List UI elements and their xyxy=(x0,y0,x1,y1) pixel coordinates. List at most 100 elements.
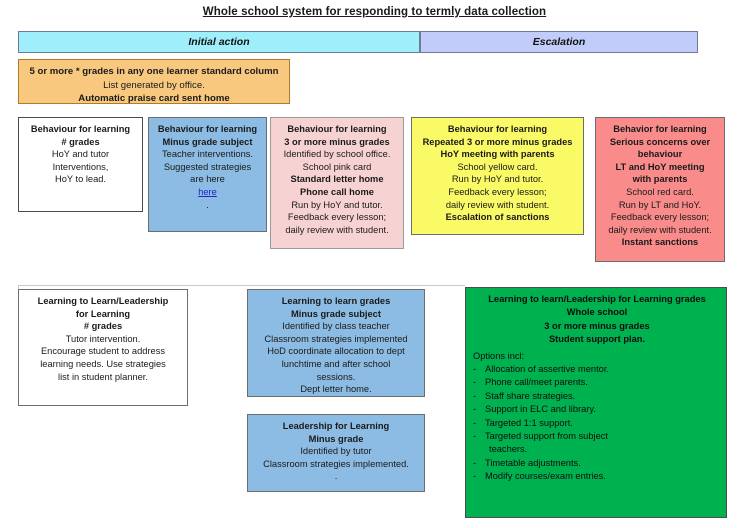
behaviour-three-or-more-minus-line-3: School pink card xyxy=(302,161,372,172)
praise-card-line-0: 5 or more * grades in any one learner st… xyxy=(29,66,279,77)
behaviour-three-or-more-minus-line-1: 3 or more minus grades xyxy=(284,136,390,147)
support-plan-heading-0: Learning to learn/Leadership for Learnin… xyxy=(488,294,706,304)
support-plan-option-5: -Targeted support from subject xyxy=(473,430,721,443)
behaviour-three-or-more-minus-line-0: Behaviour for learning xyxy=(287,124,387,134)
phase-bar-escalation: Escalation xyxy=(420,31,698,53)
behaviour-minus-grade-subject-line-3: Suggested strategies xyxy=(163,161,252,172)
behaviour-minus-grade-subject-line-1: Minus grade subject xyxy=(162,136,253,147)
behaviour-repeated-three-or-more-minus-line-4: Run by HoY and tutor. xyxy=(451,174,544,185)
learning-to-learn-minus-grade-subject-line-2: Identified by class teacher xyxy=(282,321,390,332)
behaviour-minus-grade-subject-line-0: Behaviour for learning xyxy=(157,124,258,134)
behaviour-repeated-three-or-more-minus-line-2: HoY meeting with parents xyxy=(440,149,555,160)
leadership-for-learning-minus-grade-line-0: Leadership for Learning xyxy=(282,421,390,431)
support-plan-option-3: -Support in ELC and library. xyxy=(473,403,721,416)
behaviour-hash-grades-line-4: HoY to lead. xyxy=(55,174,106,185)
behaviour-serious-concerns-line-1: Serious concerns over xyxy=(609,136,711,147)
support-plan-option-0: -Allocation of assertive mentor. xyxy=(473,363,721,376)
phase-label-initial-action: Initial action xyxy=(188,36,250,48)
behaviour-minus-grade-subject-line-6: . xyxy=(206,199,209,210)
behaviour-repeated-three-or-more-minus-line-6: daily review with student. xyxy=(445,199,550,210)
behaviour-repeated-three-or-more-minus-line-5: Feedback every lesson; xyxy=(448,186,547,197)
support-plan-options-list: -Allocation of assertive mentor.-Phone c… xyxy=(473,363,721,484)
support-plan-option-8: -Modify courses/exam entries. xyxy=(473,470,721,483)
learning-to-learn-minus-grade-subject-line-7: Dept letter home. xyxy=(300,384,372,395)
behaviour-repeated-three-or-more-minus-line-3: School yellow card. xyxy=(457,161,538,172)
learning-to-learn-minus-grade-subject-line-6: sessions. xyxy=(316,371,356,382)
support-plan-option-label-0: Allocation of assertive mentor. xyxy=(485,364,610,375)
praise-card-line-1: List generated by office. xyxy=(103,79,205,91)
behaviour-hash-grades-line-0: Behaviour for learning xyxy=(30,124,131,134)
behaviour-hash-grades-line-3: Interventions, xyxy=(52,161,109,172)
page-title: Whole school system for responding to te… xyxy=(202,6,547,18)
leadership-for-learning-minus-grade-line-3: Classroom strategies implemented. xyxy=(263,458,409,469)
support-plan-option-label-2: Staff share strategies. xyxy=(485,390,576,401)
support-plan-options-label: Options incl: xyxy=(473,350,525,361)
behaviour-repeated-three-or-more-minus-line-1: Repeated 3 or more minus grades xyxy=(422,136,573,147)
learning-to-learn-hash-grades-line-6: list in student planner. xyxy=(58,371,148,382)
behaviour-serious-concerns-line-6: Run by LT and HoY. xyxy=(618,199,702,210)
behaviour-repeated-three-or-more-minus-line-0: Behaviour for learning xyxy=(447,124,548,134)
support-plan-heading-3: Student support plan. xyxy=(548,334,646,345)
learning-to-learn-hash-grades-line-1: for Learning xyxy=(75,308,131,319)
behaviour-three-or-more-minus-line-5: Phone call home xyxy=(300,186,374,197)
leadership-for-learning-minus-grade-line-2: Identified by tutor xyxy=(300,446,372,457)
learning-to-learn-hash-grades-line-4: Encourage student to address xyxy=(40,346,166,357)
support-plan-option-1: -Phone call/meet parents. xyxy=(473,376,721,389)
learning-to-learn-minus-grade-subject-line-4: HoD coordinate allocation to dept xyxy=(267,346,405,357)
bullet-dash-icon: - xyxy=(473,457,477,468)
learning-to-learn-hash-grades-line-5: learning needs. Use strategies xyxy=(40,358,166,369)
behaviour-three-or-more-minus-line-7: Feedback every lesson; xyxy=(287,212,387,223)
support-plan-option-7: -Timetable adjustments. xyxy=(473,457,721,470)
behaviour-minus-grade-subject-line-5[interactable]: here xyxy=(198,186,217,197)
behaviour-three-or-more-minus-line-2: Identified by school office. xyxy=(283,149,391,160)
learning-to-learn-minus-grade-subject-line-0: Learning to learn grades xyxy=(281,296,391,306)
support-plan-option-6: teachers. xyxy=(473,443,721,456)
behaviour-serious-concerns-line-8: daily review with student. xyxy=(608,224,712,235)
learning-to-learn-minus-grade-subject-line-5: lunchtime and after school xyxy=(281,358,391,369)
behaviour-three-or-more-minus-line-6: Run by HoY and tutor. xyxy=(291,199,383,210)
support-plan-option-label-8: Modify courses/exam entries. xyxy=(485,471,606,482)
support-plan-option-label-4: Targeted 1:1 support. xyxy=(485,417,573,428)
bullet-dash-icon: - xyxy=(473,390,477,401)
bullet-dash-icon: - xyxy=(473,417,477,428)
support-plan-heading-2: 3 or more minus grades xyxy=(544,320,650,331)
behaviour-minus-grade-subject-line-2: Teacher interventions. xyxy=(162,149,253,160)
support-plan-option-2: -Staff share strategies. xyxy=(473,390,721,403)
support-plan-option-4: -Targeted 1:1 support. xyxy=(473,417,721,430)
support-plan-option-label-5: Targeted support from subject xyxy=(485,431,608,442)
phase-label-escalation: Escalation xyxy=(532,36,586,48)
behaviour-serious-concerns-line-2: behaviour xyxy=(637,149,683,160)
support-plan-option-label-7: Timetable adjustments. xyxy=(485,457,581,468)
learning-to-learn-minus-grade-subject-line-1: Minus grade subject xyxy=(291,308,381,319)
learning-to-learn-hash-grades-line-2: # grades xyxy=(83,321,123,332)
behaviour-serious-concerns-line-5: School red card. xyxy=(626,186,694,197)
behaviour-serious-concerns-line-7: Feedback every lesson; xyxy=(610,212,710,223)
behaviour-hash-grades-line-2: HoY and tutor xyxy=(51,149,110,160)
leadership-for-learning-minus-grade-line-1: Minus grade xyxy=(308,433,364,444)
learning-to-learn-hash-grades-line-0: Learning to Learn/Leadership xyxy=(37,296,169,306)
behaviour-serious-concerns-line-9: Instant sanctions xyxy=(621,237,699,248)
praise-card-box: 5 or more * grades in any one learner st… xyxy=(18,59,290,104)
bullet-dash-icon: - xyxy=(473,431,477,442)
row-divider-line xyxy=(18,285,465,286)
learning-to-learn-minus-grade-subject-line-3: Classroom strategies implemented xyxy=(264,333,408,344)
behaviour-serious-concerns-line-4: with parents xyxy=(632,174,688,185)
student-support-plan-panel: Learning to learn/Leadership for Learnin… xyxy=(465,287,727,518)
behaviour-hash-grades-line-1: # grades xyxy=(61,136,100,147)
bullet-dash-icon: - xyxy=(473,471,477,482)
behaviour-serious-concerns-line-0: Behavior for learning xyxy=(613,124,707,134)
learning-card-hash-grades: Learning to Learn/Leadership for Learning… xyxy=(18,289,188,406)
praise-card-line-2: Automatic praise card sent home xyxy=(78,93,230,104)
support-plan-headings: Learning to learn/Leadership for Learnin… xyxy=(473,293,721,347)
support-plan-option-label-3: Support in ELC and library. xyxy=(485,404,596,415)
behaviour-three-or-more-minus-line-4: Standard letter home xyxy=(290,174,384,185)
behaviour-minus-grade-subject-line-4: are here xyxy=(190,174,225,185)
behaviour-serious-concerns-line-3: LT and HoY meeting xyxy=(615,161,705,172)
bullet-dash-icon: - xyxy=(473,377,477,388)
